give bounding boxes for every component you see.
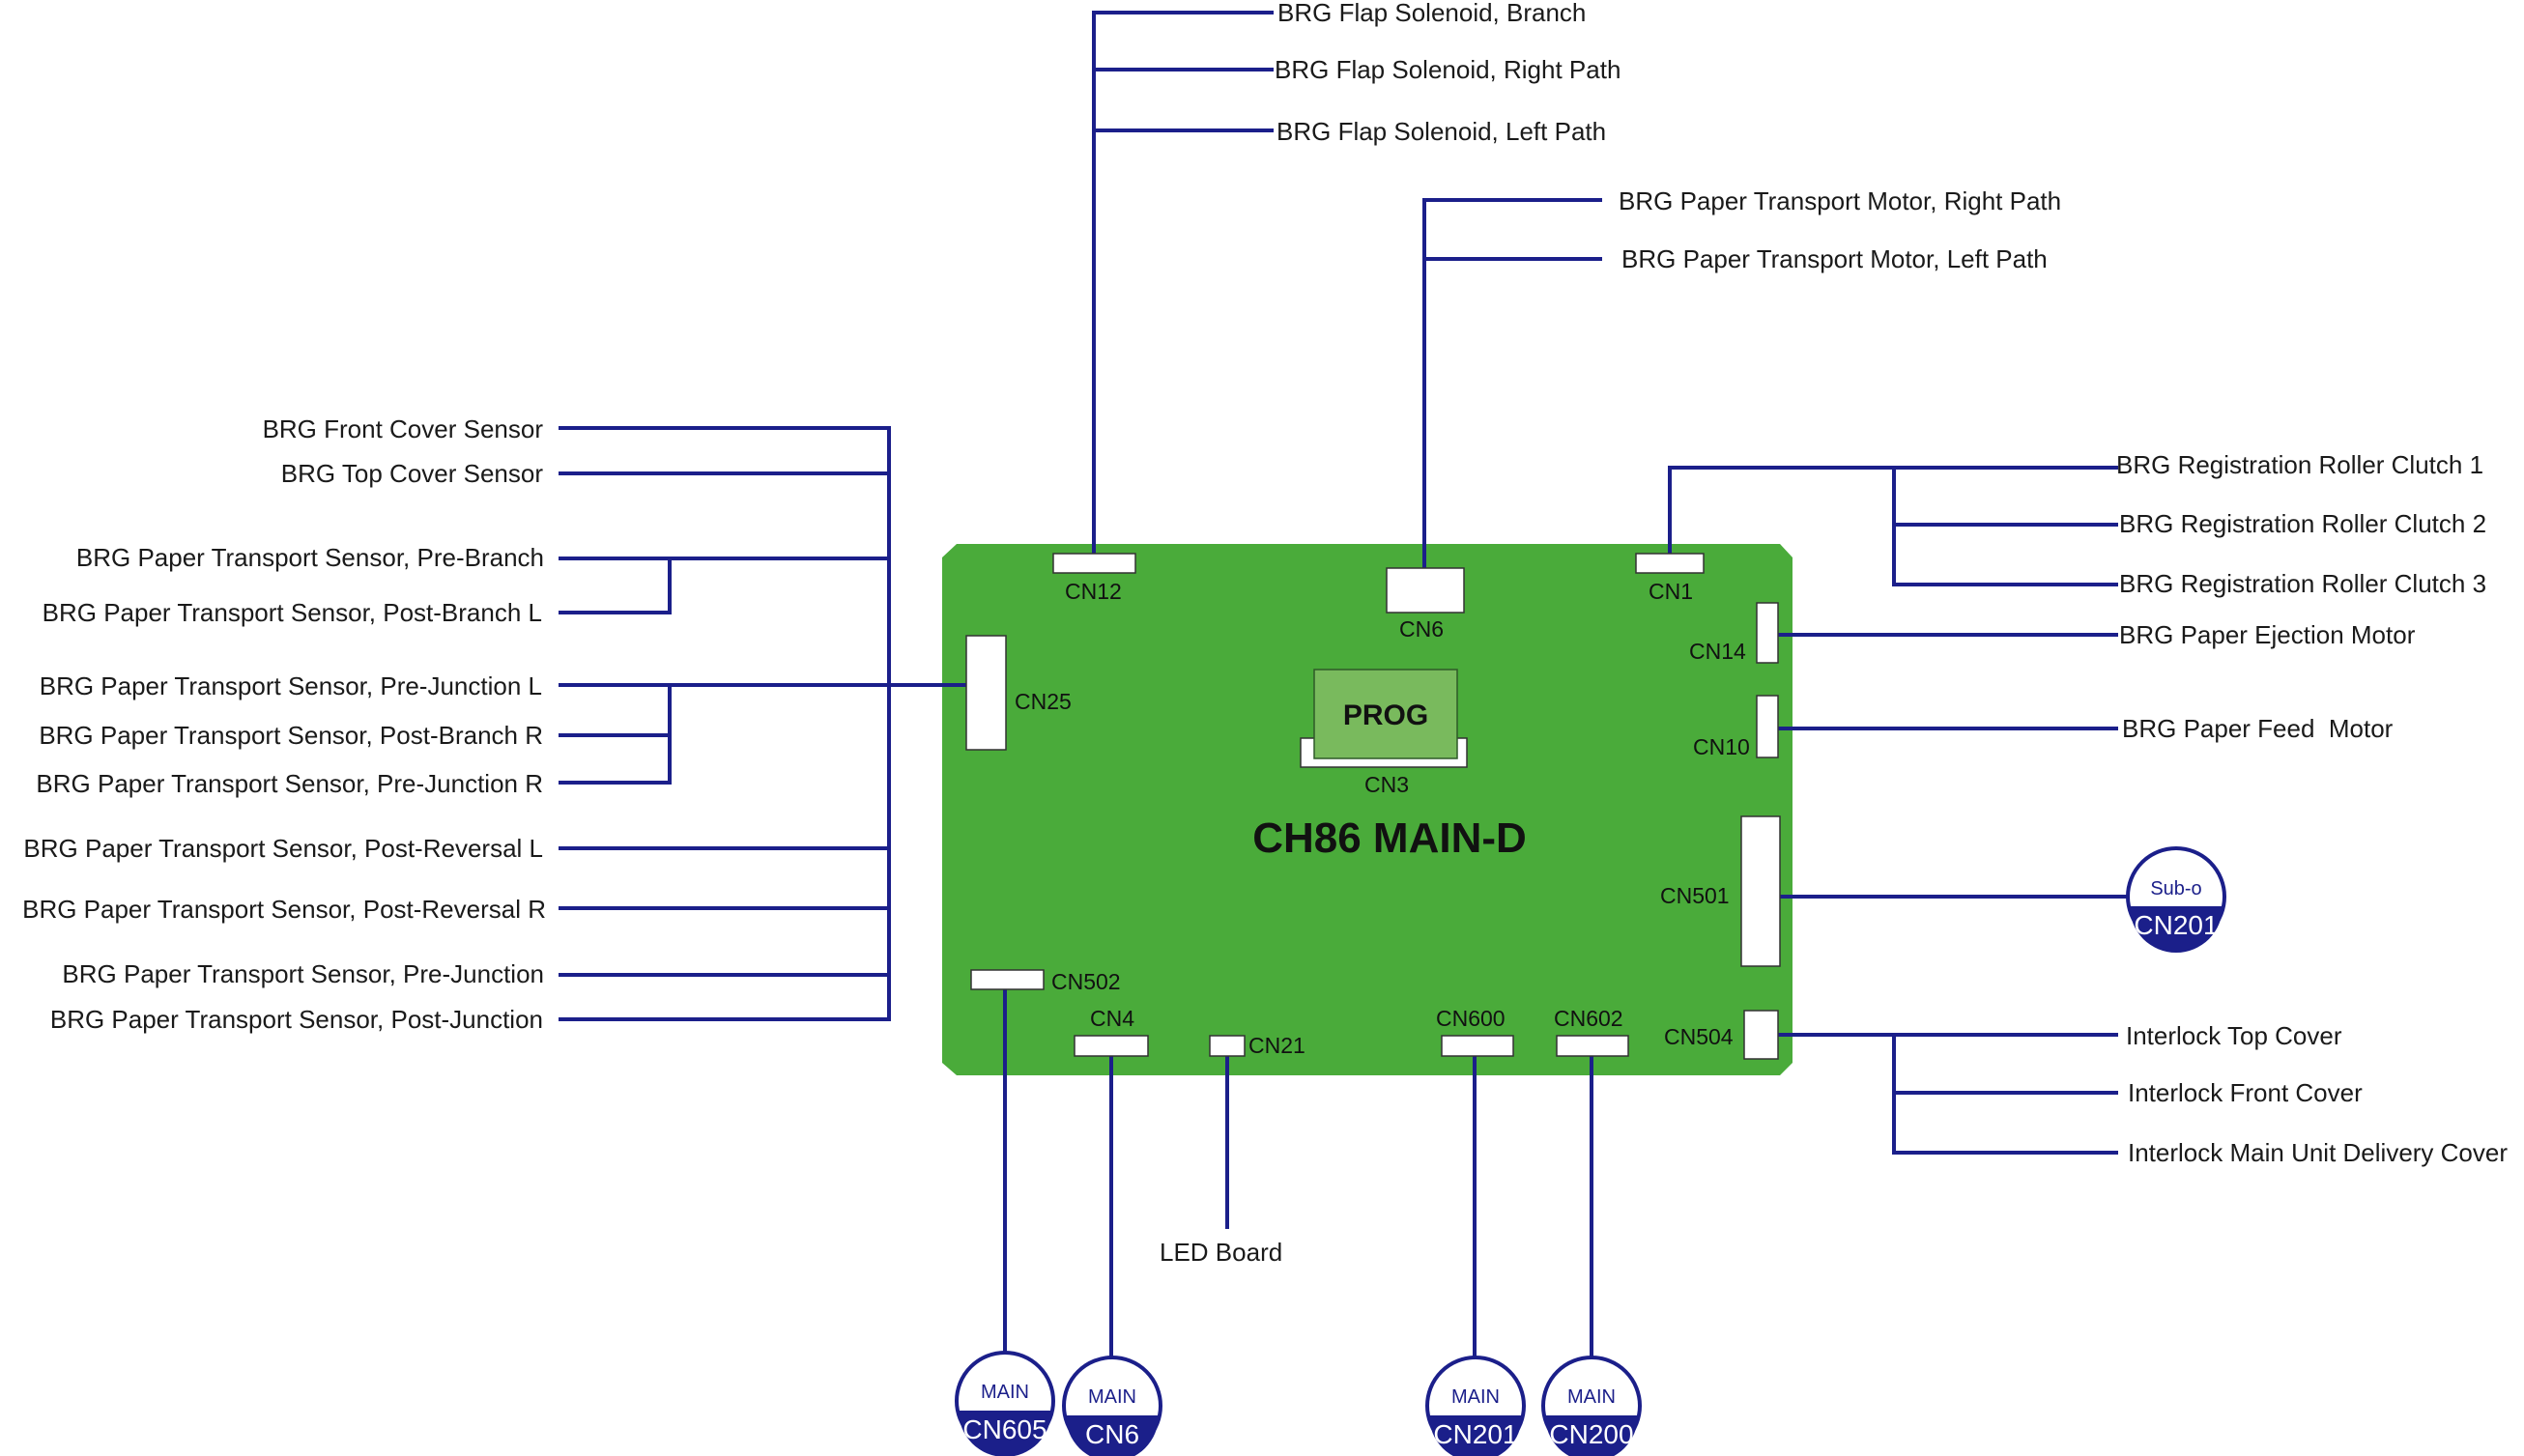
connector-cn12 [1052, 553, 1136, 574]
prog-label: PROG [1343, 699, 1428, 731]
connector-cn10 [1756, 695, 1779, 758]
cn12-label: CN12 [1065, 579, 1122, 604]
prog-chip [1313, 669, 1458, 759]
badge-main-cn200: MAIN CN200 [1541, 1356, 1642, 1456]
label-feed-motor: BRG Paper Feed Motor [2122, 714, 2394, 743]
cn4-label: CN4 [1090, 1006, 1134, 1031]
label-clutch-2: BRG Registration Roller Clutch 2 [2119, 509, 2486, 538]
board-title: CH86 MAIN-D [1252, 814, 1527, 862]
cn10-label: CN10 [1693, 734, 1750, 759]
badge-main-cn201: MAIN CN201 [1425, 1356, 1526, 1456]
connector-cn4 [1074, 1035, 1149, 1057]
badge-main-cn605: MAIN CN605 [955, 1351, 1055, 1456]
label-pre-junction: BRG Paper Transport Sensor, Pre-Junction [62, 959, 544, 988]
cn502-label: CN502 [1051, 969, 1121, 994]
connector-cn6 [1386, 567, 1465, 614]
label-post-reversal-r: BRG Paper Transport Sensor, Post-Reversa… [22, 895, 546, 924]
svg-text:MAIN: MAIN [981, 1382, 1029, 1403]
connector-cn1 [1635, 553, 1705, 574]
connector-cn501 [1740, 815, 1781, 967]
svg-text:MAIN: MAIN [1567, 1386, 1616, 1408]
label-post-junction: BRG Paper Transport Sensor, Post-Junctio… [50, 1005, 543, 1034]
connector-cn504 [1743, 1010, 1779, 1060]
badge-main-cn6: MAIN CN6 [1062, 1356, 1162, 1456]
label-post-reversal-l: BRG Paper Transport Sensor, Post-Reversa… [23, 834, 543, 863]
svg-text:CN605: CN605 [962, 1414, 1047, 1444]
label-pre-junction-l: BRG Paper Transport Sensor, Pre-Junction… [40, 671, 542, 700]
wires-top [1092, 11, 2118, 586]
label-pre-branch: BRG Paper Transport Sensor, Pre-Branch [76, 543, 544, 572]
label-pre-junction-r: BRG Paper Transport Sensor, Pre-Junction… [36, 769, 543, 798]
svg-text:CN201: CN201 [2134, 910, 2218, 940]
cn6-label: CN6 [1399, 616, 1444, 642]
label-interlock-delivery: Interlock Main Unit Delivery Cover [2128, 1138, 2508, 1167]
connector-cn21 [1209, 1035, 1246, 1057]
svg-text:MAIN: MAIN [1451, 1386, 1500, 1408]
connector-cn602 [1556, 1035, 1629, 1057]
label-post-branch-r: BRG Paper Transport Sensor, Post-Branch … [39, 721, 543, 750]
cn14-label: CN14 [1689, 639, 1746, 664]
wires-left [559, 426, 968, 1021]
svg-text:Sub-o: Sub-o [2150, 878, 2201, 899]
cn602-label: CN602 [1554, 1006, 1623, 1031]
label-motor-left: BRG Paper Transport Motor, Left Path [1621, 244, 2048, 273]
svg-text:CN201: CN201 [1433, 1419, 1517, 1449]
label-flap-left: BRG Flap Solenoid, Left Path [1276, 117, 1606, 146]
cn25-label: CN25 [1015, 689, 1072, 714]
connector-cn14 [1756, 602, 1779, 664]
wires-bottom [1003, 987, 1593, 1359]
svg-text:CN200: CN200 [1549, 1419, 1633, 1449]
wires-right [1776, 633, 2133, 1155]
label-motor-right: BRG Paper Transport Motor, Right Path [1619, 186, 2061, 215]
connector-cn600 [1441, 1035, 1514, 1057]
label-led-board: LED Board [1160, 1238, 1282, 1267]
label-interlock-top: Interlock Top Cover [2126, 1021, 2342, 1050]
label-flap-branch: BRG Flap Solenoid, Branch [1277, 0, 1586, 27]
label-flap-right: BRG Flap Solenoid, Right Path [1275, 55, 1621, 84]
main-board [942, 544, 1793, 1075]
connector-cn502 [970, 969, 1045, 990]
cn1-label: CN1 [1649, 579, 1693, 604]
cn3-label: CN3 [1364, 772, 1409, 797]
label-clutch-3: BRG Registration Roller Clutch 3 [2119, 569, 2486, 598]
label-clutch-1: BRG Registration Roller Clutch 1 [2116, 450, 2483, 479]
label-post-branch-l: BRG Paper Transport Sensor, Post-Branch … [43, 598, 542, 627]
label-ejection-motor: BRG Paper Ejection Motor [2119, 620, 2416, 649]
svg-text:CN6: CN6 [1085, 1419, 1139, 1449]
badge-sub-cn201: Sub-o CN201 [2126, 846, 2226, 953]
svg-text:MAIN: MAIN [1088, 1386, 1136, 1408]
label-interlock-front: Interlock Front Cover [2128, 1078, 2363, 1107]
connector-cn25 [965, 635, 1007, 751]
cn504-label: CN504 [1664, 1024, 1734, 1049]
cn21-label: CN21 [1248, 1033, 1305, 1058]
label-front-cover-sensor: BRG Front Cover Sensor [263, 414, 544, 443]
cn501-label: CN501 [1660, 883, 1730, 908]
label-top-cover-sensor: BRG Top Cover Sensor [281, 459, 544, 488]
cn600-label: CN600 [1436, 1006, 1506, 1031]
